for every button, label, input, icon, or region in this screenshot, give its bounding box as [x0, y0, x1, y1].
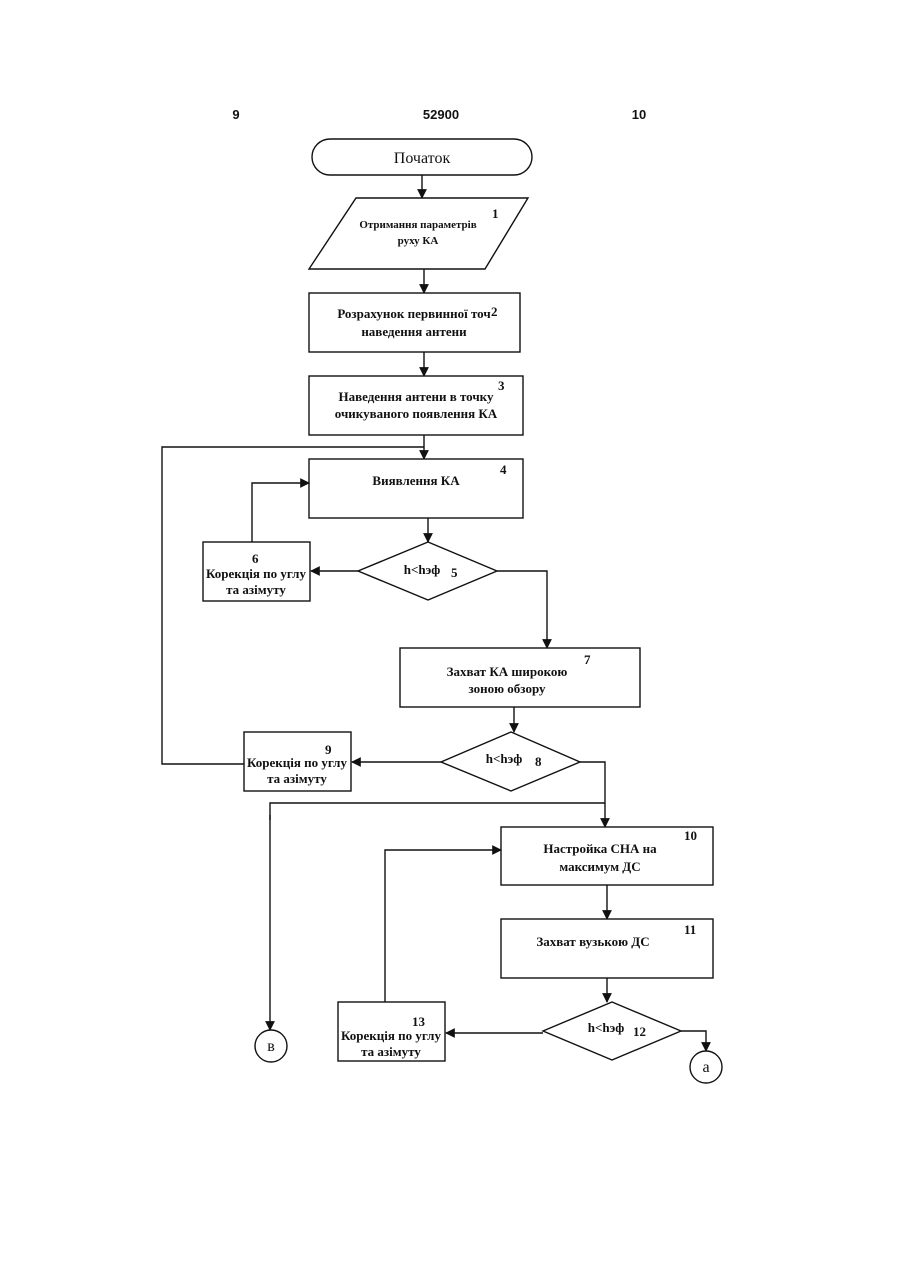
- block-1-number: 1: [492, 206, 499, 221]
- block-13-line2: та азімуту: [361, 1044, 421, 1059]
- block-10-process: [501, 827, 713, 885]
- page-number-left: 9: [232, 107, 239, 122]
- page-number-right: 10: [632, 107, 646, 122]
- block-11-line1: Захват вузькою ДС: [536, 934, 649, 949]
- block-8-number: 8: [535, 754, 542, 769]
- block-4-number: 4: [500, 462, 507, 477]
- block-6-line2: та азімуту: [226, 582, 286, 597]
- edge-to-connector-v: [270, 803, 605, 820]
- block-9-line2: та азімуту: [267, 771, 327, 786]
- block-1-line1: Отримання параметрів: [359, 219, 476, 231]
- connector-v-label: в: [267, 1038, 275, 1055]
- block-2-process: [309, 293, 520, 352]
- block-10-line1: Настройка СНА на: [543, 841, 657, 856]
- block-3-number: 3: [498, 378, 505, 393]
- block-11-number: 11: [684, 922, 696, 937]
- edge-5-7: [497, 571, 547, 648]
- edge-12-connector-a: [681, 1031, 706, 1051]
- block-6-line1: Корекція по углу: [206, 566, 306, 581]
- block-7-line2: зоною обзору: [468, 681, 546, 696]
- block-4-line1: Виявлення КА: [372, 473, 460, 488]
- block-12-condition: h<hэф: [588, 1020, 624, 1035]
- block-6-number: 6: [252, 551, 259, 566]
- patent-number: 52900: [423, 107, 459, 122]
- block-3-line2: очикуваного появлення КА: [335, 406, 498, 421]
- block-7-line1: Захват КА широкою: [447, 664, 568, 679]
- connector-a-label: а: [702, 1059, 709, 1076]
- block-10-line2: максимум ДС: [559, 859, 640, 874]
- block-9-line1: Корекція по углу: [247, 755, 347, 770]
- block-13-line1: Корекція по углу: [341, 1028, 441, 1043]
- block-2-number: 2: [491, 304, 498, 319]
- edge-13-10: [385, 850, 501, 1002]
- block-13-number: 13: [412, 1014, 426, 1029]
- block-4-process: [309, 459, 523, 518]
- block-2-line2: наведення антени: [361, 324, 467, 339]
- block-12-number: 12: [633, 1024, 646, 1039]
- block-2-line1: Розрахунок первинної точ: [337, 306, 490, 321]
- start-label: Початок: [394, 150, 451, 167]
- block-8-condition: h<hэф: [486, 751, 522, 766]
- block-3-line1: Наведення антени в точку: [338, 389, 494, 404]
- block-5-condition: h<hэф: [404, 562, 440, 577]
- block-5-number: 5: [451, 565, 458, 580]
- edge-8-10: [580, 762, 605, 827]
- block-1-line2: руху КА: [398, 235, 439, 247]
- block-10-number: 10: [684, 828, 697, 843]
- block-7-number: 7: [584, 652, 591, 667]
- edge-6-4: [252, 483, 309, 542]
